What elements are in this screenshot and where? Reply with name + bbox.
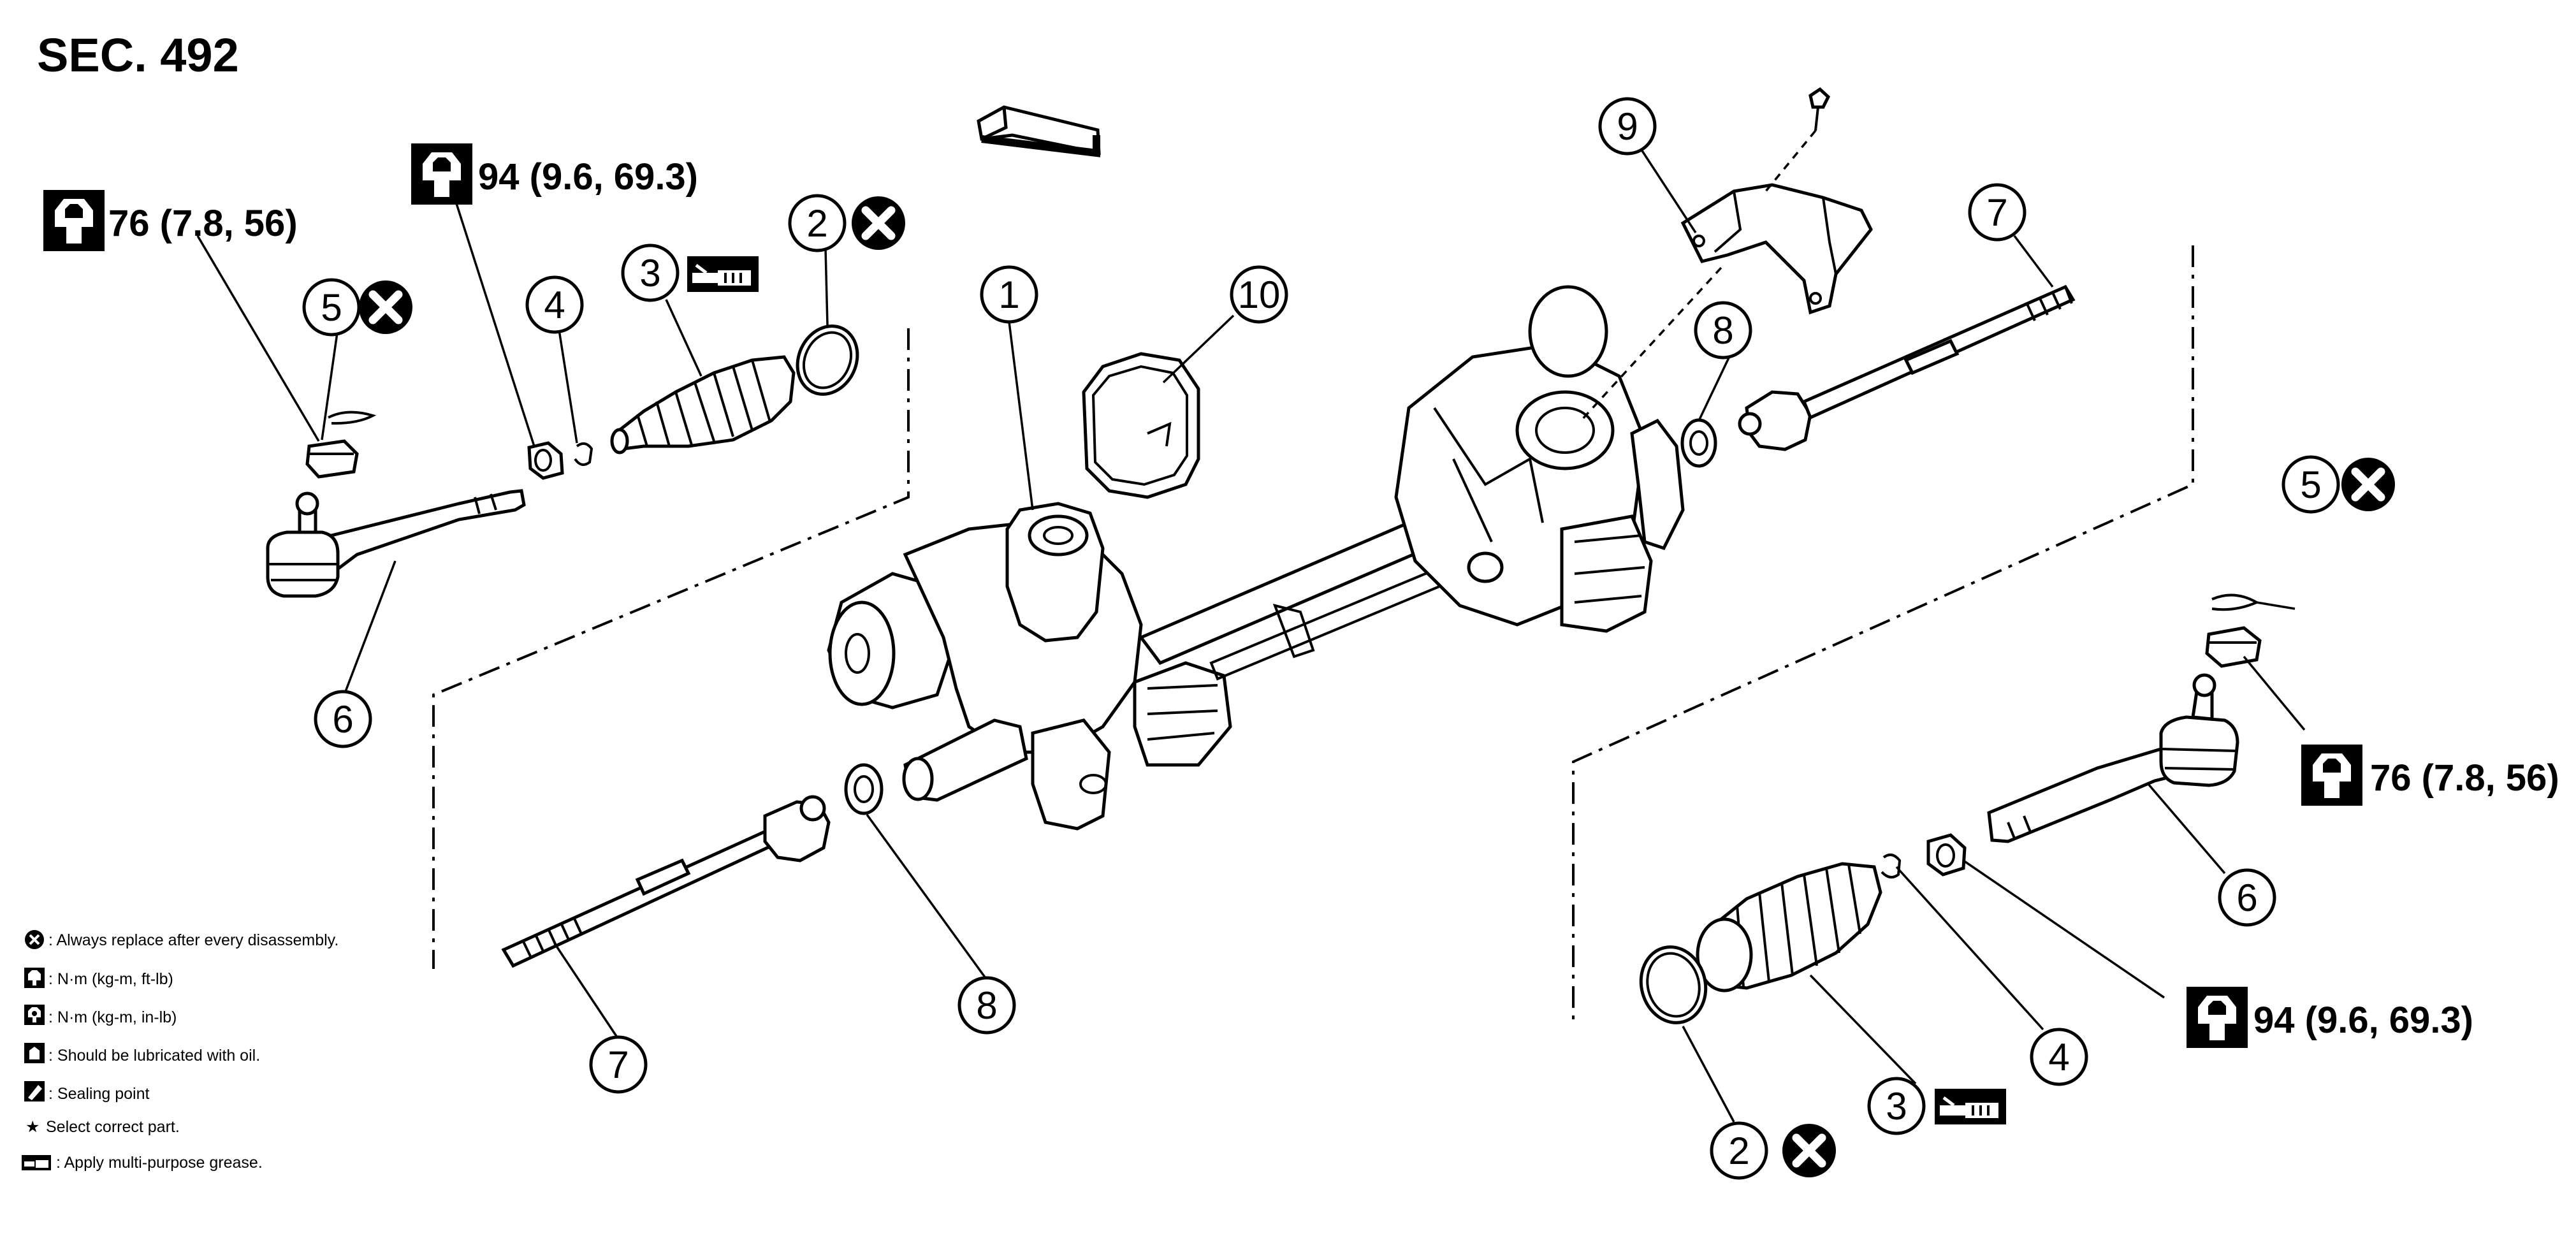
svg-text:76 (7.8, 56): 76 (7.8, 56) — [108, 203, 298, 244]
castle-nut-left — [305, 439, 359, 479]
clip-right — [1881, 854, 1902, 879]
callout-6-right: 6 — [2220, 870, 2274, 925]
bracket-bolt-leader — [1580, 129, 1817, 422]
inner-tie-rod-right — [1738, 284, 2076, 451]
legend-torque-ftlb: : N·m (kg-m, ft-lb) — [24, 968, 173, 988]
torque-spec-94-left: 94 (9.6, 69.3) — [411, 143, 698, 205]
svg-text:: N·m (kg-m, in-lb): : N·m (kg-m, in-lb) — [48, 1008, 177, 1026]
connector-bracket — [1680, 183, 1873, 315]
leader-lines — [196, 149, 2306, 1123]
svg-text:7: 7 — [608, 1043, 629, 1086]
svg-text:4: 4 — [2048, 1036, 2069, 1079]
legend-torque-inlb: : N·m (kg-m, in-lb) — [24, 1005, 177, 1026]
svg-text:94 (9.6, 69.3): 94 (9.6, 69.3) — [2253, 1000, 2473, 1041]
callout-3-left: 3 — [623, 245, 678, 300]
svg-text:7: 7 — [1986, 191, 2007, 234]
callout-8-right: 8 — [1696, 303, 1750, 358]
replace-icon-2-right — [1782, 1124, 1836, 1177]
right-assembly-frame — [1572, 245, 2194, 1020]
legend-sealing: : Sealing point — [24, 1081, 150, 1103]
svg-text:6: 6 — [2236, 876, 2257, 919]
svg-text:4: 4 — [544, 284, 565, 326]
bracket-bolt — [1808, 87, 1831, 131]
lock-nut-left — [527, 441, 564, 480]
replace-icon-2-left — [852, 196, 905, 250]
svg-text:8: 8 — [1712, 309, 1733, 352]
castle-nut-right — [2205, 626, 2262, 668]
front-direction-arrow-icon — [977, 105, 1101, 157]
svg-text:: Apply multi-purpose grease.: : Apply multi-purpose grease. — [56, 1154, 263, 1172]
callout-2-left: 2 — [790, 196, 845, 251]
steering-gear-assembly — [827, 285, 1685, 831]
callout-1: 1 — [982, 267, 1037, 322]
callout-5-right: 5 — [2283, 457, 2338, 512]
svg-text:1: 1 — [998, 273, 1019, 316]
svg-text:76 (7.8, 56): 76 (7.8, 56) — [2370, 757, 2559, 799]
replace-icon-5-left — [359, 280, 412, 334]
boot-clamp-left — [796, 324, 859, 396]
svg-text:9: 9 — [1617, 105, 1638, 148]
cotter-pin-left — [328, 411, 377, 425]
svg-text:94 (9.6, 69.3): 94 (9.6, 69.3) — [478, 156, 698, 198]
callout-4-left: 4 — [527, 277, 582, 332]
boot-clamp-right — [1639, 945, 1708, 1024]
svg-text:2: 2 — [1728, 1130, 1749, 1172]
callout-2-right: 2 — [1712, 1123, 1766, 1178]
svg-text:3: 3 — [639, 252, 660, 294]
svg-text:Select correct part.: Select correct part. — [46, 1118, 180, 1136]
legend-select: ★ Select correct part. — [25, 1118, 180, 1136]
callout-5-left: 5 — [304, 280, 359, 335]
boot-left — [610, 355, 796, 454]
tie-rod-outer-end-left — [266, 489, 526, 598]
grease-icon-3-right — [1935, 1089, 2006, 1124]
tie-rod-outer-end-right — [1987, 673, 2239, 843]
svg-text:: Sealing point: : Sealing point — [48, 1085, 150, 1103]
lock-nut-right — [1926, 833, 1967, 876]
inner-tie-rod-left — [501, 795, 831, 968]
legend: : Always replace after every disassembly… — [22, 930, 338, 1172]
replace-icon-5-right — [2341, 458, 2395, 511]
torque-spec-76-left: 76 (7.8, 56) — [43, 190, 298, 251]
callout-4-right: 4 — [2032, 1029, 2086, 1084]
callout-9: 9 — [1600, 99, 1655, 154]
svg-text:3: 3 — [1886, 1085, 1907, 1128]
callout-6-left: 6 — [316, 692, 370, 746]
svg-text:★: ★ — [25, 1118, 40, 1136]
svg-text:10: 10 — [1238, 273, 1281, 316]
legend-grease: : Apply multi-purpose grease. — [22, 1154, 263, 1172]
cotter-pin-right — [2211, 593, 2260, 611]
svg-text:: Always replace after every d: : Always replace after every disassembly… — [48, 931, 338, 949]
torque-spec-76-right: 76 (7.8, 56) — [2301, 745, 2559, 806]
svg-text:8: 8 — [976, 984, 997, 1027]
legend-replace: : Always replace after every disassembly… — [25, 930, 338, 949]
grease-icon-3-left — [687, 256, 759, 292]
section-title: SEC. 492 — [37, 29, 239, 82]
callout-7-right: 7 — [1970, 185, 2025, 240]
lock-washer-left — [844, 763, 884, 815]
svg-text:: N·m (kg-m, ft-lb): : N·m (kg-m, ft-lb) — [48, 970, 173, 988]
dust-cover — [1082, 352, 1200, 499]
legend-oil: : Should be lubricated with oil. — [24, 1043, 260, 1065]
clip-left — [574, 442, 593, 466]
callout-7-left: 7 — [591, 1037, 646, 1092]
boot-right — [1696, 862, 1882, 992]
svg-text:5: 5 — [2300, 463, 2321, 506]
svg-text:2: 2 — [806, 202, 827, 245]
svg-text:5: 5 — [321, 286, 342, 329]
svg-text:: Should be lubricated with oi: : Should be lubricated with oil. — [48, 1047, 260, 1065]
left-assembly-frame — [432, 328, 910, 969]
torque-spec-94-right: 94 (9.6, 69.3) — [2187, 987, 2473, 1048]
lock-washer-right — [1680, 418, 1717, 468]
callout-8-left: 8 — [959, 978, 1014, 1033]
svg-text:6: 6 — [332, 698, 353, 741]
callout-10: 10 — [1232, 267, 1286, 322]
callout-3-right: 3 — [1869, 1079, 1924, 1133]
